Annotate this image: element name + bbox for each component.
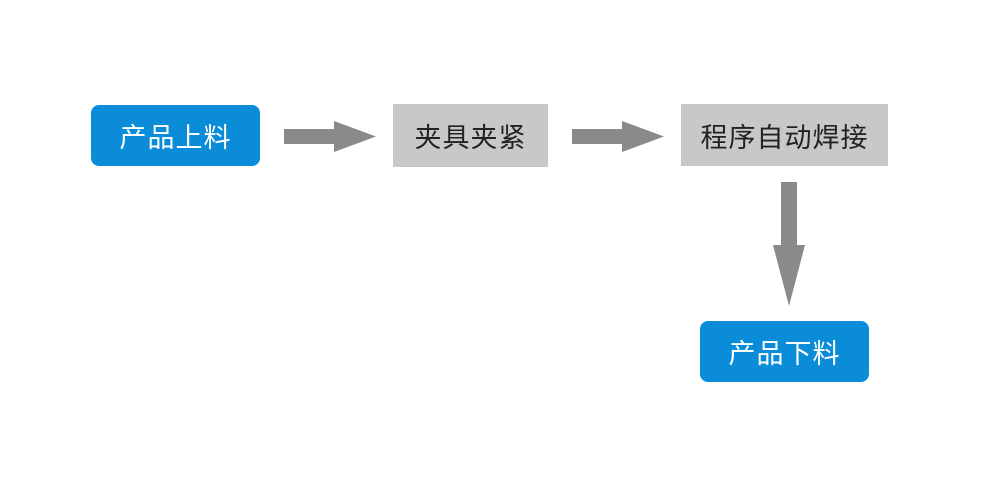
node-product-unloading: 产品下料 bbox=[700, 321, 869, 382]
node-automatic-welding: 程序自动焊接 bbox=[681, 104, 888, 166]
node-product-loading: 产品上料 bbox=[91, 105, 260, 166]
arrow-welding-to-unloading bbox=[773, 182, 805, 306]
arrow-loading-to-clamping bbox=[284, 121, 376, 152]
node-fixture-clamping: 夹具夹紧 bbox=[393, 104, 548, 167]
arrow-clamping-to-welding bbox=[572, 121, 664, 152]
